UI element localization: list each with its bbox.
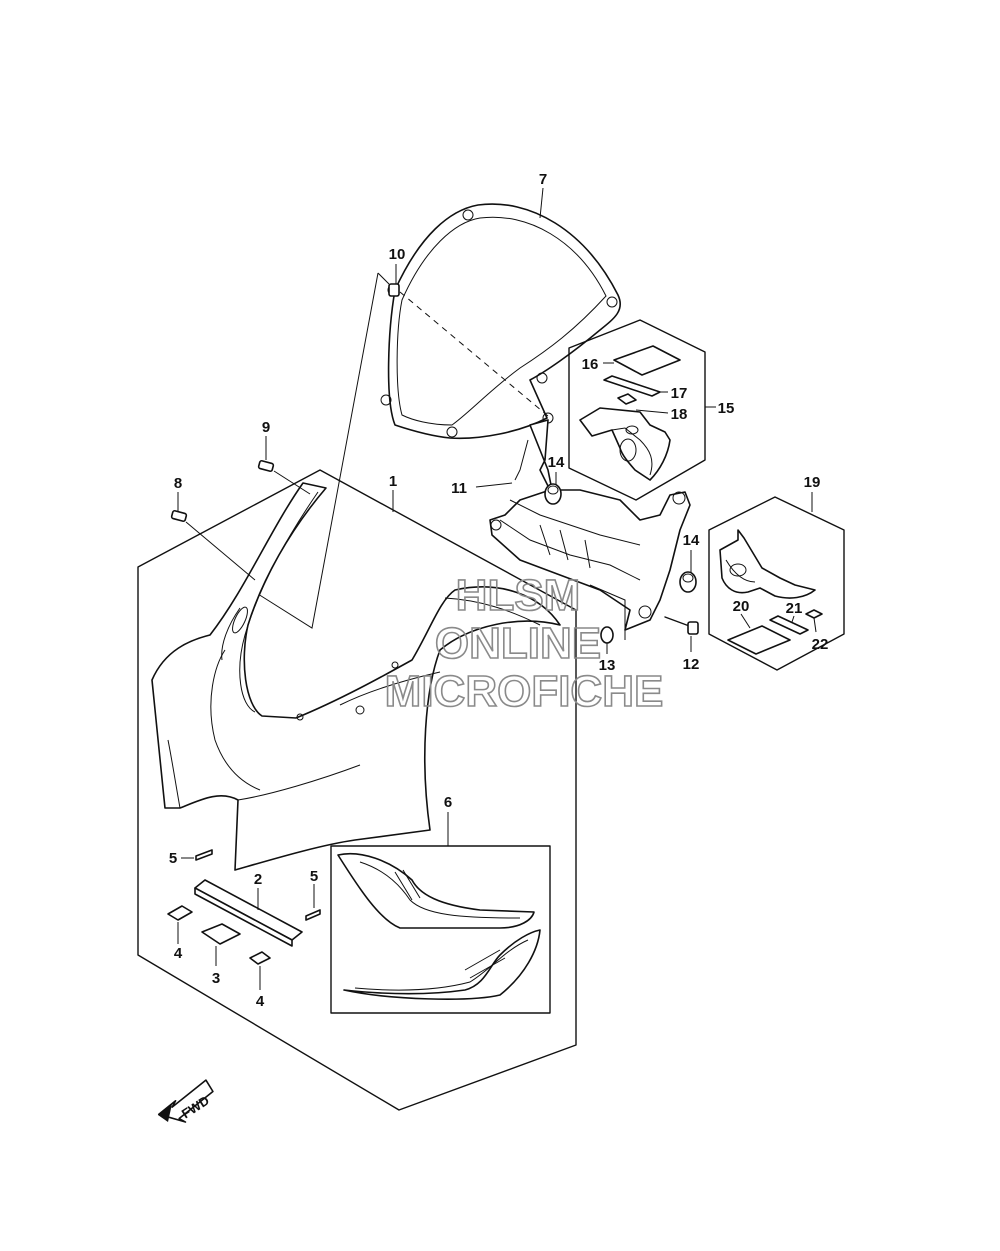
tape-5b bbox=[305, 909, 321, 921]
pad-4a bbox=[167, 905, 193, 921]
pad-20 bbox=[727, 625, 791, 655]
callout-16: 16 bbox=[582, 356, 599, 373]
watermark-line-3: MICROFICHE bbox=[385, 667, 664, 716]
callout-3: 3 bbox=[212, 970, 220, 987]
cushion-2 bbox=[194, 879, 303, 947]
callout-14b: 14 bbox=[683, 532, 700, 549]
tape-22 bbox=[805, 609, 823, 619]
strip-17 bbox=[603, 375, 661, 397]
guide-line-screen bbox=[257, 272, 379, 629]
callout-12: 12 bbox=[683, 656, 700, 673]
watermark-line-1: HLSM bbox=[456, 571, 581, 620]
side-trim-lower bbox=[343, 929, 541, 1000]
callout-9: 9 bbox=[262, 419, 270, 436]
pad-16 bbox=[613, 345, 681, 376]
leader-21 bbox=[791, 615, 795, 623]
callout-15: 15 bbox=[718, 400, 735, 417]
callout-22: 22 bbox=[812, 636, 829, 653]
callout-2: 2 bbox=[254, 871, 262, 888]
callout-6: 6 bbox=[444, 794, 452, 811]
pad-3 bbox=[201, 923, 241, 945]
watermark-line-2: ONLINE bbox=[435, 619, 601, 668]
leader-18 bbox=[635, 409, 669, 414]
guide-line-9 bbox=[273, 470, 311, 495]
group-outline-15 bbox=[568, 319, 706, 501]
fwd-arrow-icon bbox=[157, 1079, 214, 1123]
callout-4b: 4 bbox=[256, 993, 265, 1010]
guide-line-8 bbox=[185, 521, 256, 581]
leader-11 bbox=[475, 482, 513, 488]
leader-20 bbox=[740, 613, 751, 629]
cover-assembly-15 bbox=[579, 407, 671, 481]
leader-7 bbox=[539, 187, 544, 219]
callout-1: 1 bbox=[389, 473, 397, 490]
nut-13 bbox=[600, 626, 614, 644]
cover-assembly-19 bbox=[719, 529, 816, 599]
screw-9 bbox=[257, 459, 275, 473]
callout-5b: 5 bbox=[310, 868, 318, 885]
callout-4a: 4 bbox=[174, 945, 183, 962]
group-outline-1 bbox=[137, 469, 577, 1111]
callout-10: 10 bbox=[389, 246, 406, 263]
callout-17: 17 bbox=[671, 385, 688, 402]
side-trim-upper bbox=[337, 852, 535, 929]
tape-18 bbox=[617, 393, 637, 405]
callout-8: 8 bbox=[174, 475, 182, 492]
cowl-bracket-part bbox=[489, 419, 691, 640]
callout-18: 18 bbox=[671, 406, 688, 423]
leader-22 bbox=[813, 617, 817, 633]
guide-line-screen-2 bbox=[377, 272, 390, 285]
callout-14a: 14 bbox=[548, 454, 565, 471]
windscreen-part bbox=[380, 203, 622, 440]
pad-4b bbox=[249, 951, 271, 965]
callout-11: 11 bbox=[451, 480, 467, 497]
watermark: HLSM ONLINE MICROFICHE bbox=[384, 570, 664, 717]
group-outline-19 bbox=[708, 496, 845, 671]
grommet-14a bbox=[544, 483, 562, 505]
grommet-14b bbox=[679, 571, 697, 593]
screw-10 bbox=[388, 283, 400, 297]
screw-8 bbox=[170, 509, 188, 523]
group-outline-6 bbox=[330, 845, 551, 1014]
callout-13: 13 bbox=[599, 657, 616, 674]
callout-19: 19 bbox=[804, 474, 821, 491]
callout-20: 20 bbox=[733, 598, 750, 615]
strip-21 bbox=[769, 615, 809, 635]
bolt-12 bbox=[664, 616, 699, 635]
tape-5a bbox=[195, 849, 213, 861]
callout-7: 7 bbox=[539, 171, 547, 188]
callout-21: 21 bbox=[786, 600, 803, 617]
callout-5a: 5 bbox=[169, 850, 177, 867]
